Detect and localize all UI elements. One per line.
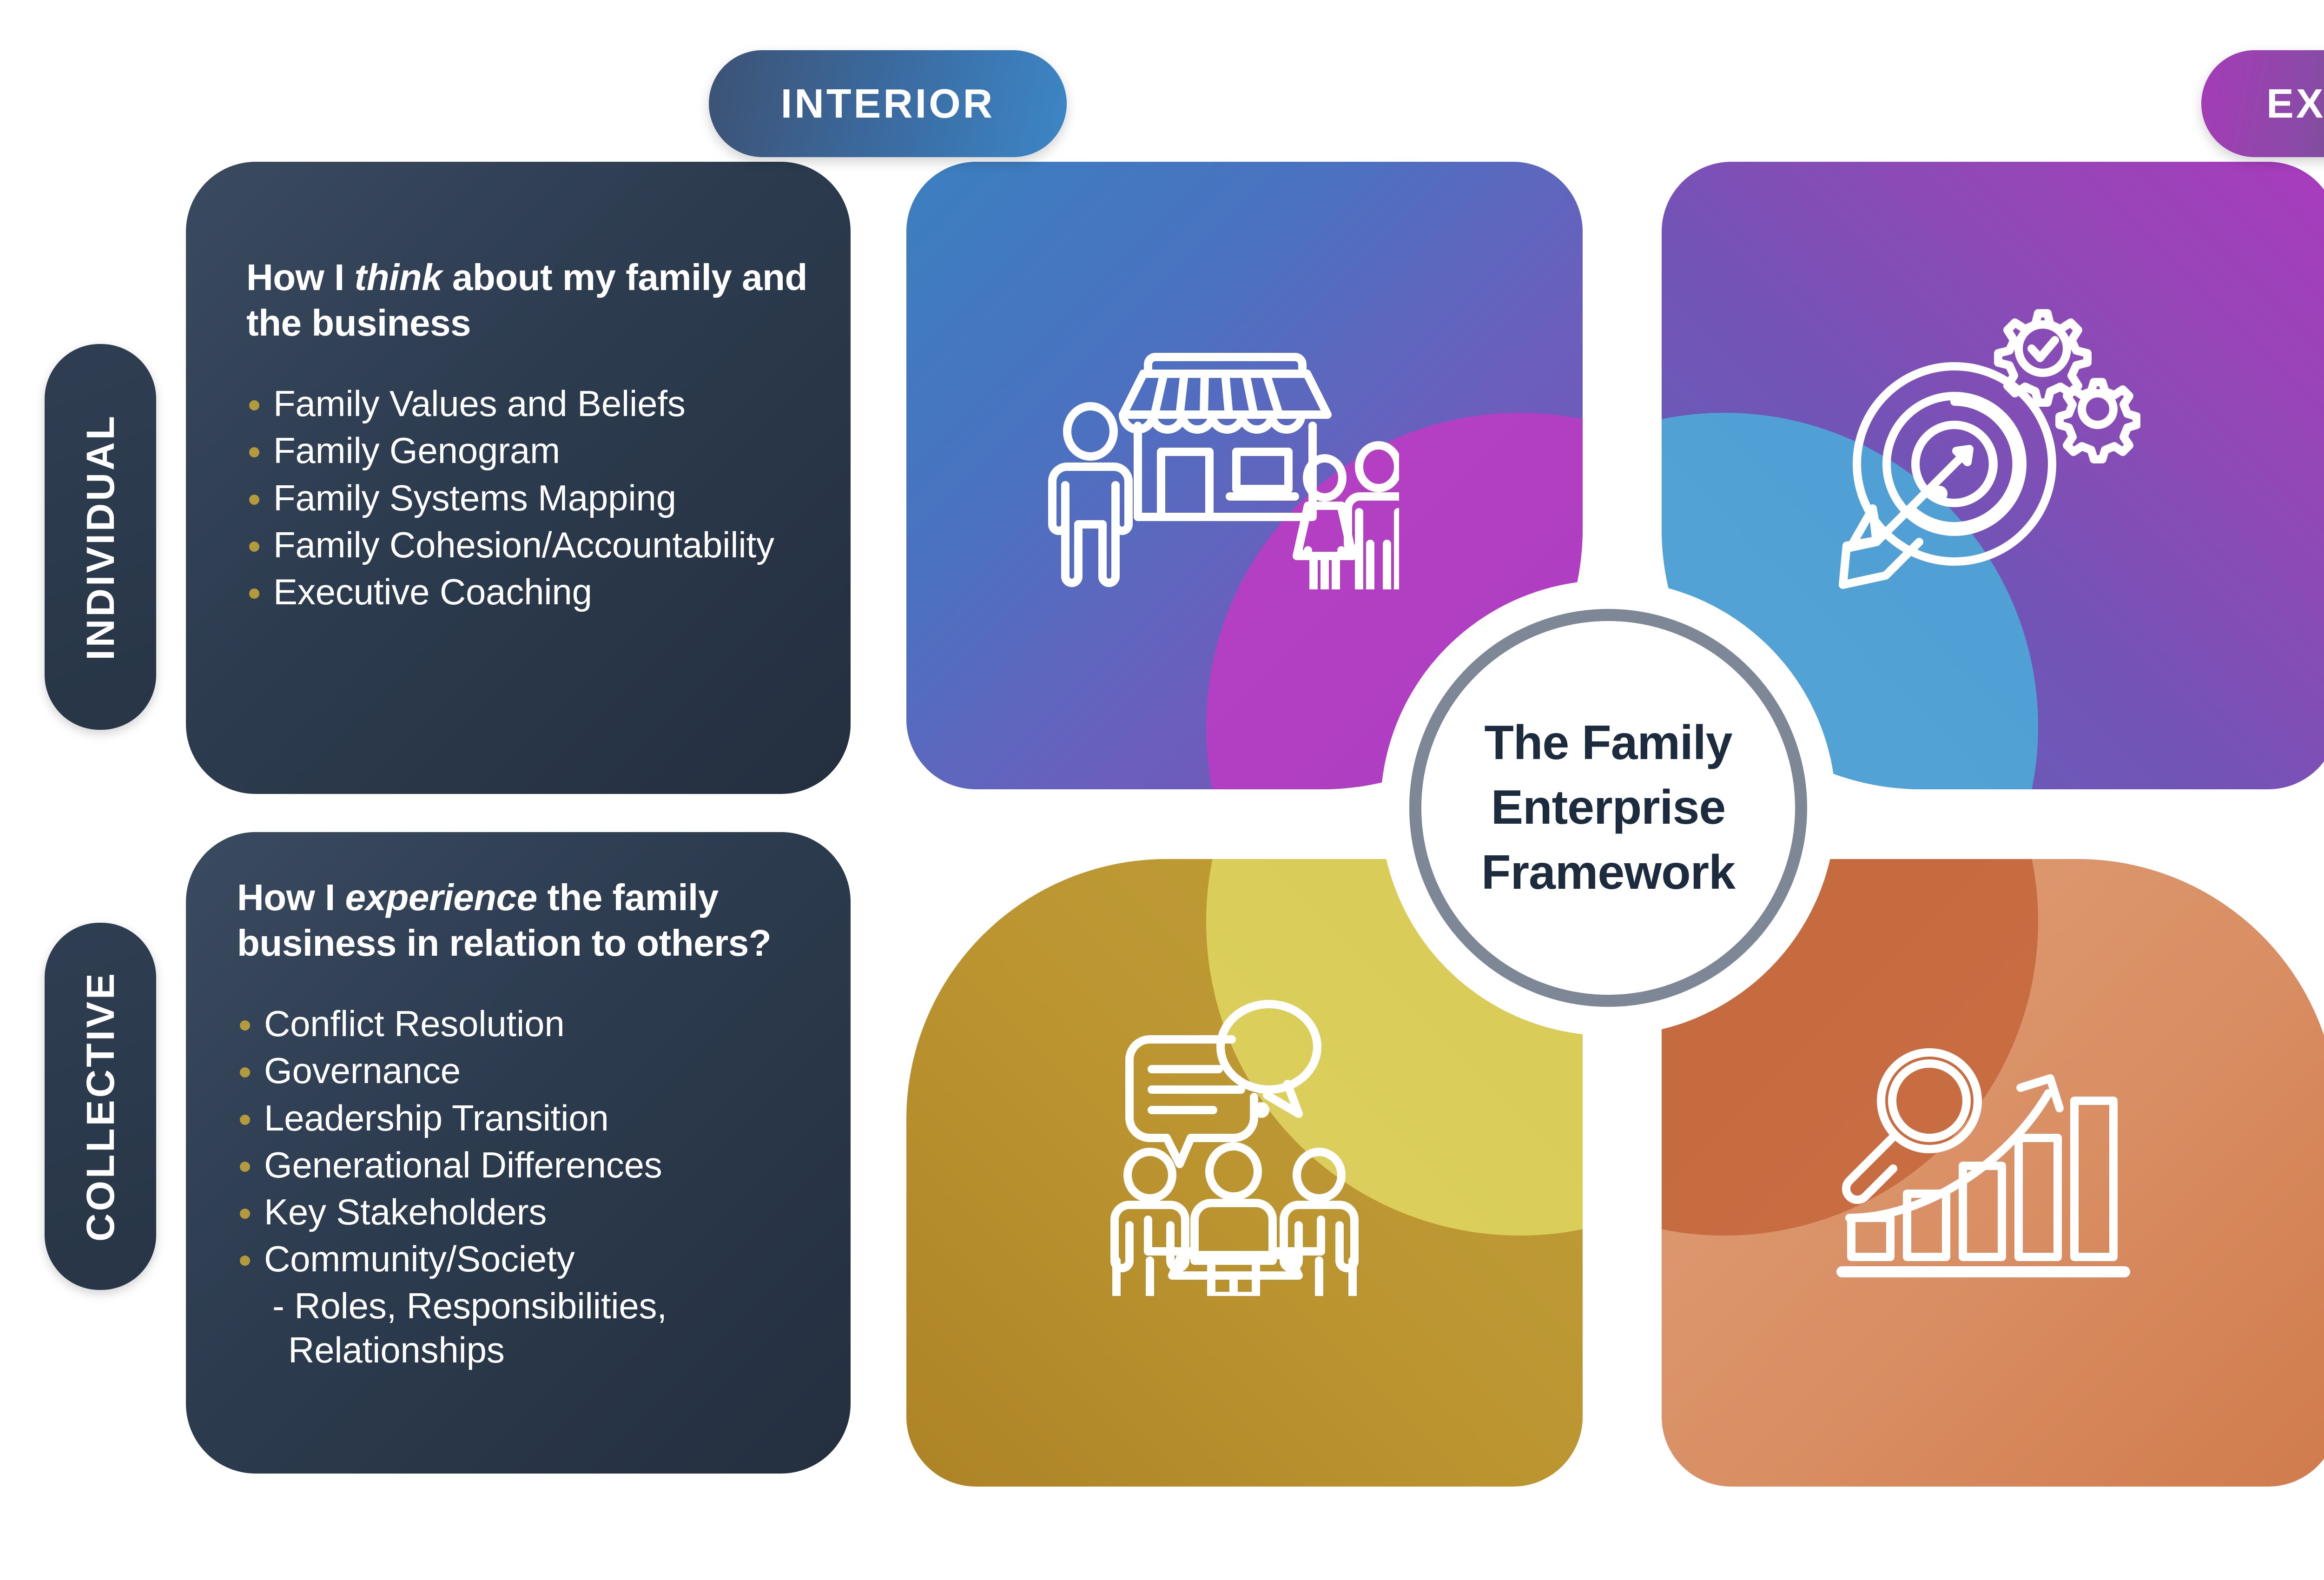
interior-header-pill[interactable]: INTERIOR bbox=[709, 50, 1067, 157]
exterior-header-pill[interactable]: EXTERIOR bbox=[2201, 50, 2324, 157]
bullet-item: Family Genogram bbox=[246, 429, 814, 473]
title-line-3: Framework bbox=[1481, 845, 1736, 899]
bullet-item: Conflict Resolution bbox=[237, 1002, 814, 1046]
panel-collective-interior: How I experience the family business in … bbox=[186, 832, 851, 1474]
title-line-2: Enterprise bbox=[1491, 780, 1726, 835]
title-line-1: The Family bbox=[1484, 715, 1732, 770]
heading-post: about my family and the business bbox=[246, 257, 807, 344]
bullet-item: Family Cohesion/Accountability bbox=[246, 523, 814, 567]
meeting-discussion-icon bbox=[1092, 998, 1380, 1300]
bullet-item: Leadership Transition bbox=[237, 1096, 814, 1140]
panel-individual-interior: How I think about my family and the busi… bbox=[186, 162, 851, 794]
individual-row-tab[interactable]: INDIVIDUAL bbox=[45, 344, 156, 730]
target-arrow-gears-icon bbox=[1815, 297, 2141, 596]
center-hub: The Family Enterprise Framework bbox=[1380, 580, 1836, 1036]
bullet-item: Generational Differences bbox=[237, 1143, 814, 1187]
interior-label: INTERIOR bbox=[780, 80, 995, 126]
bullet-item: Family Values and Beliefs bbox=[246, 382, 814, 426]
heading-pre: How I bbox=[246, 257, 355, 298]
heading-pre: How I bbox=[237, 877, 345, 918]
collective-label: COLLECTIVE bbox=[78, 971, 122, 1242]
panel-heading: How I experience the family business in … bbox=[237, 875, 814, 965]
framework-title: The Family Enterprise Framework bbox=[1380, 580, 1836, 1036]
bullet-item: Governance bbox=[237, 1049, 814, 1093]
heading-post: the family business in relation to other… bbox=[237, 877, 772, 964]
growth-analysis-icon bbox=[1829, 1036, 2136, 1308]
heading-emphasis: experience bbox=[345, 877, 538, 918]
exterior-label: EXTERIOR bbox=[2266, 80, 2324, 126]
bullet-item: - Roles, Responsibilities, Relationships bbox=[272, 1285, 667, 1371]
panel-heading: How I think about my family and the busi… bbox=[246, 255, 814, 345]
storefront-family-icon bbox=[1046, 311, 1413, 599]
bullet-item: Executive Coaching bbox=[246, 570, 814, 614]
individual-label: INDIVIDUAL bbox=[78, 413, 122, 661]
bullet-item: Family Systems Mapping bbox=[246, 476, 814, 520]
collective-row-tab[interactable]: COLLECTIVE bbox=[45, 923, 156, 1290]
bullet-item: Key Stakeholders bbox=[237, 1190, 814, 1234]
bullet-item: Community/Society bbox=[237, 1237, 814, 1281]
heading-emphasis: think bbox=[354, 257, 442, 298]
